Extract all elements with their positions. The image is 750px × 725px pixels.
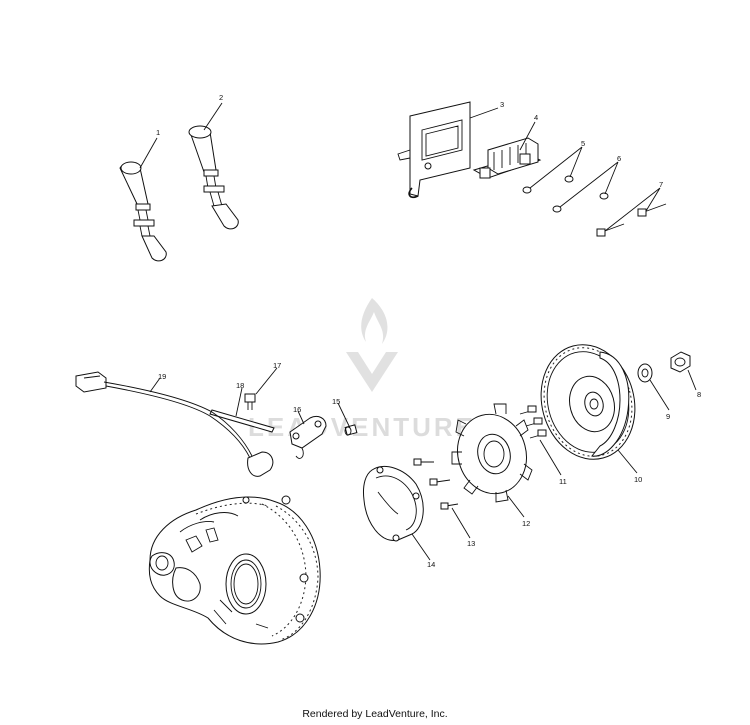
part-2-spark-plug-cap bbox=[188, 125, 239, 230]
part-label-12: 12 bbox=[522, 519, 530, 528]
part-7-bolts bbox=[596, 203, 667, 237]
part-label-16: 16 bbox=[293, 405, 301, 414]
engine-crankcase-housing bbox=[148, 495, 321, 645]
part-number-labels: 1 2 3 4 5 6 7 8 9 10 11 12 13 14 15 16 1… bbox=[156, 93, 701, 569]
flame-v-logo-icon bbox=[346, 298, 398, 392]
part-label-19: 19 bbox=[158, 372, 166, 381]
watermark: LEADVENTURE bbox=[248, 298, 476, 442]
part-label-2: 2 bbox=[219, 93, 223, 102]
watermark-text: LEADVENTURE bbox=[248, 412, 476, 442]
part-11-stator-bolts bbox=[519, 405, 547, 439]
part-14-stator-plate bbox=[363, 466, 424, 542]
part-13-mounting-bolts bbox=[413, 458, 459, 510]
part-1-spark-plug-cap bbox=[119, 161, 167, 262]
part-label-10: 10 bbox=[634, 475, 642, 484]
part-17-screw bbox=[244, 393, 256, 410]
part-label-8: 8 bbox=[697, 390, 701, 399]
part-label-18: 18 bbox=[236, 381, 244, 390]
part-label-14: 14 bbox=[427, 560, 435, 569]
part-label-3: 3 bbox=[500, 100, 504, 109]
part-5-washers bbox=[522, 175, 574, 194]
part-10-flywheel bbox=[540, 344, 636, 460]
part-label-4: 4 bbox=[534, 113, 538, 122]
part-16-trigger-coil bbox=[289, 415, 327, 459]
part-4-voltage-regulator bbox=[472, 137, 542, 179]
part-label-13: 13 bbox=[467, 539, 475, 548]
part-12-stator bbox=[451, 403, 533, 503]
footer-credit: Rendered by LeadVenture, Inc. bbox=[302, 708, 448, 720]
part-label-11: 11 bbox=[559, 477, 567, 486]
part-15-screw bbox=[344, 424, 358, 436]
part-3-mounting-bracket bbox=[397, 101, 471, 199]
part-8-flywheel-nut bbox=[670, 351, 691, 373]
part-label-15: 15 bbox=[332, 397, 340, 406]
part-label-17: 17 bbox=[273, 361, 281, 370]
part-label-6: 6 bbox=[617, 154, 621, 163]
leader-lines bbox=[139, 102, 697, 561]
part-18-cable-tie bbox=[209, 409, 275, 433]
part-label-1: 1 bbox=[156, 128, 160, 137]
part-label-5: 5 bbox=[581, 139, 585, 148]
part-19-wire-harness bbox=[75, 371, 274, 477]
part-label-7: 7 bbox=[659, 180, 663, 189]
part-9-washer bbox=[637, 363, 653, 383]
part-6-nuts bbox=[552, 192, 609, 213]
part-label-9: 9 bbox=[666, 412, 670, 421]
